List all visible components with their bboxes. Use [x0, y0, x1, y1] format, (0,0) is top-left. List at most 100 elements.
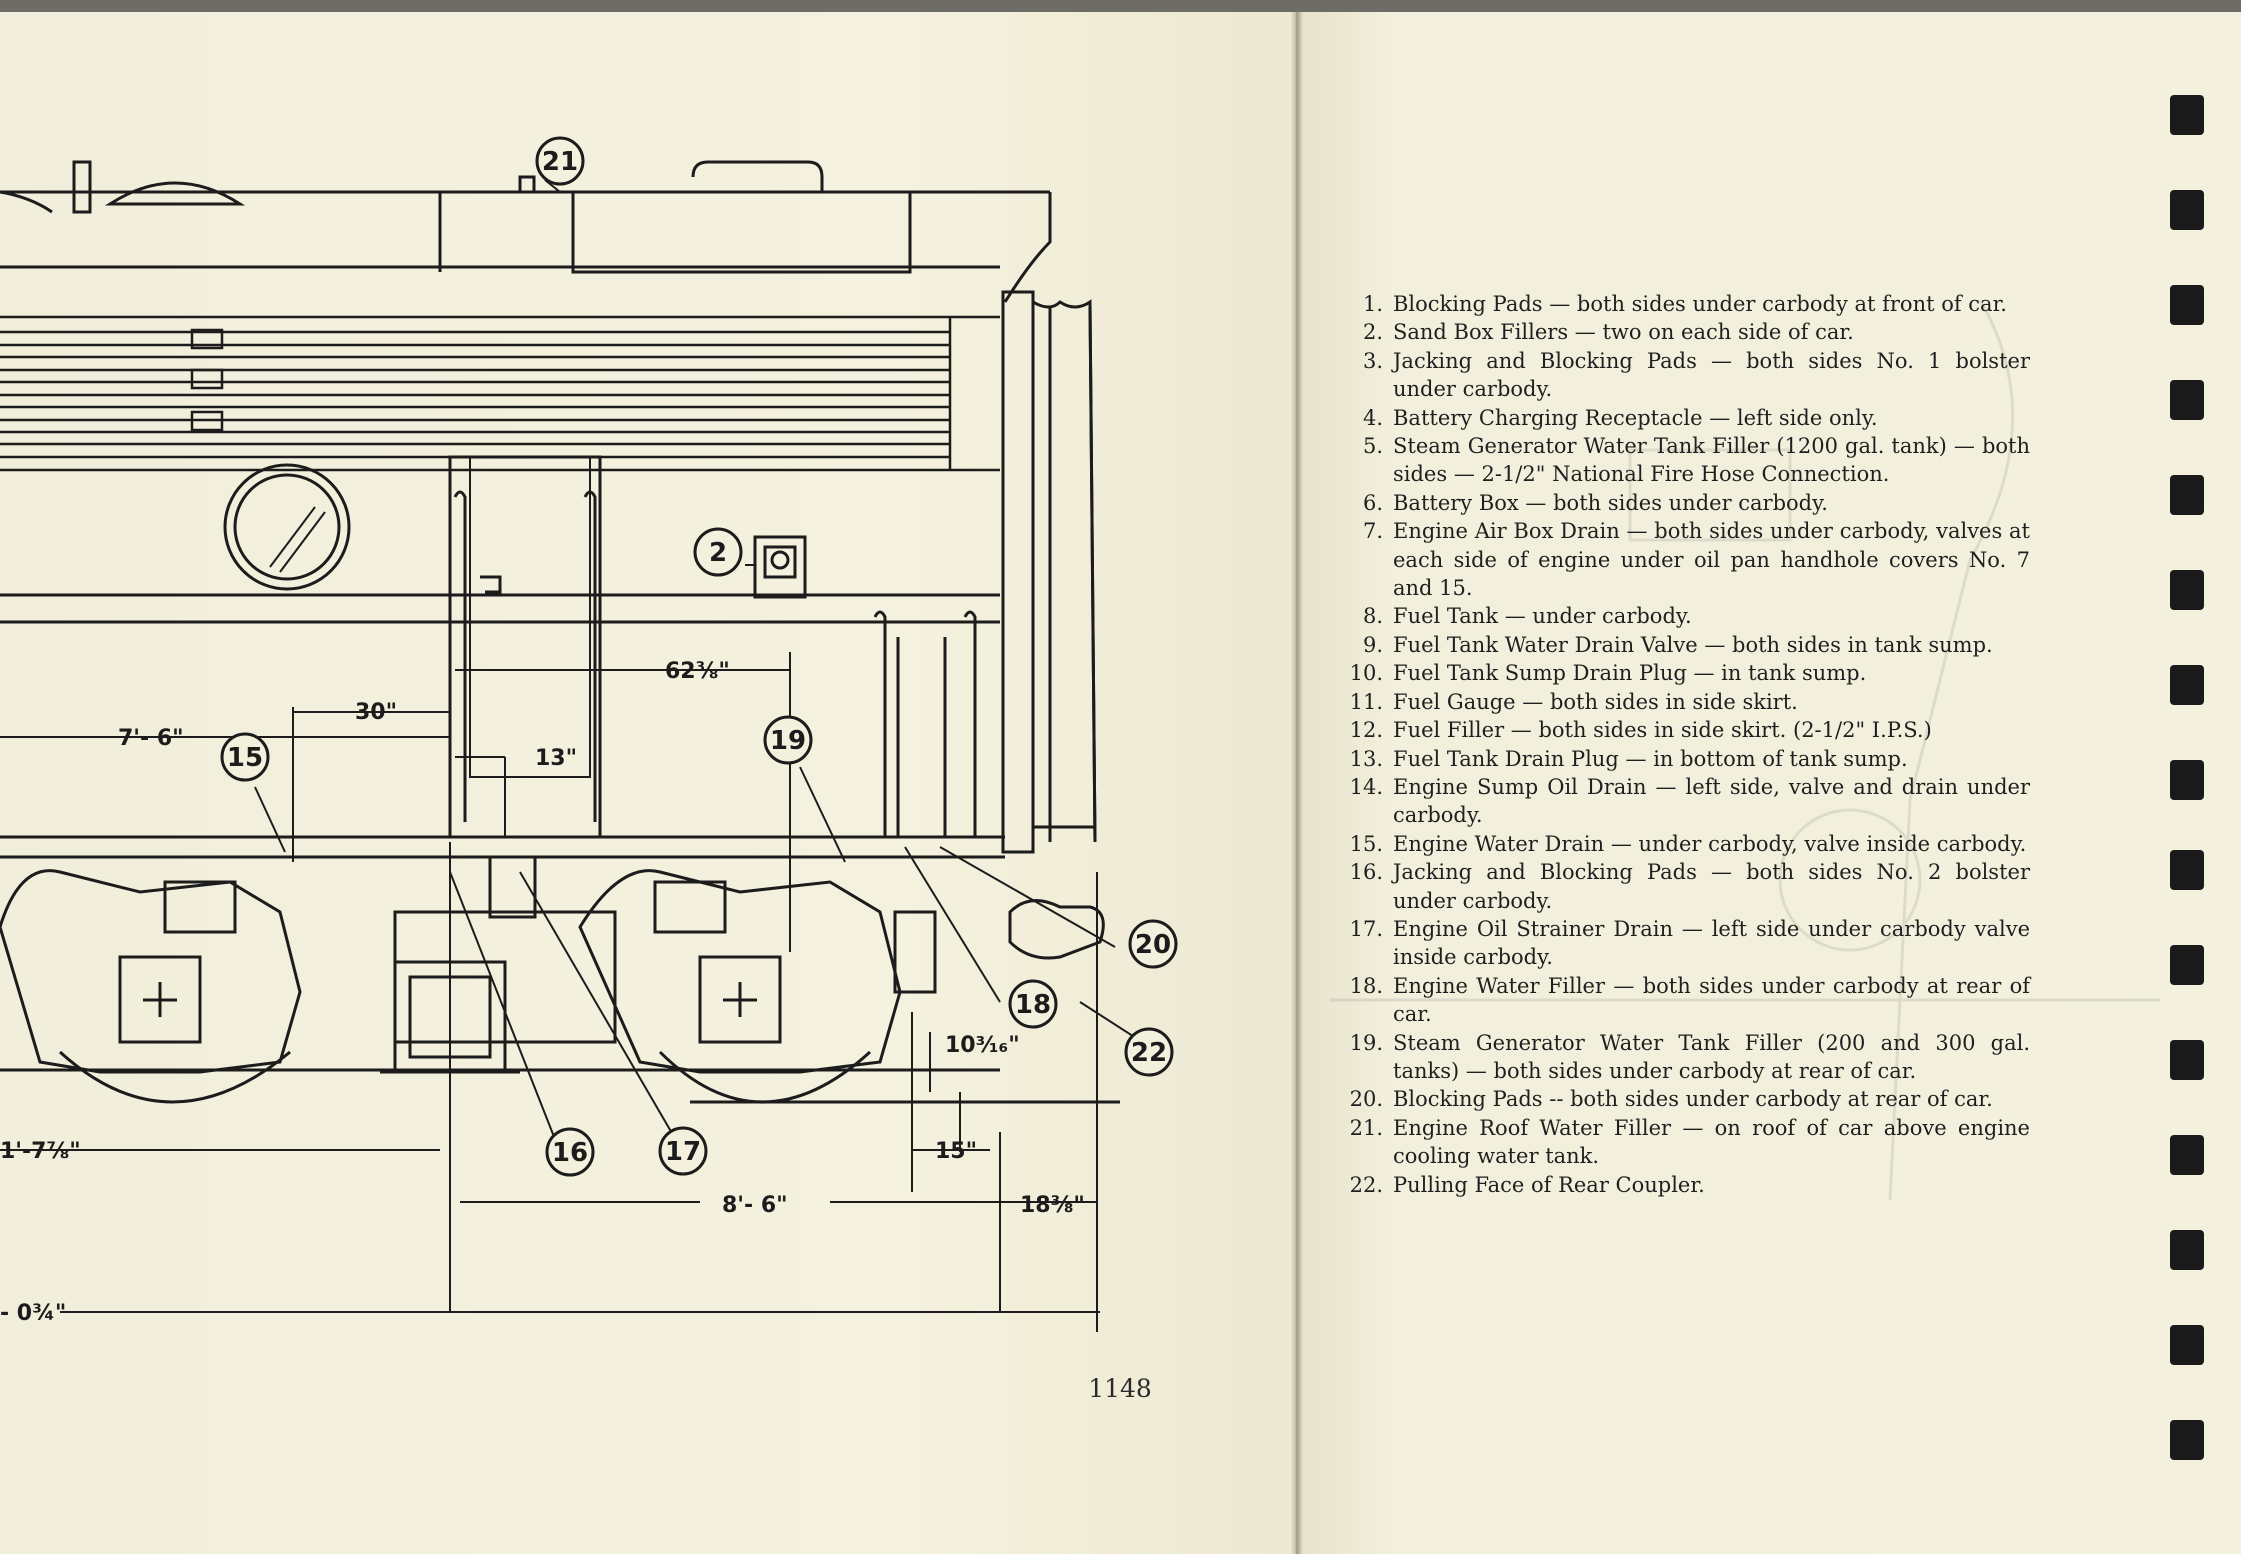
punch-hole — [2170, 1230, 2204, 1270]
legend-item-text: Engine Roof Water Filler — on roof of ca… — [1393, 1115, 2030, 1169]
legend-item-number: 15. — [1349, 831, 1383, 856]
legend-item-text: Battery Charging Receptacle — left side … — [1393, 405, 1878, 430]
legend-item: 22.Pulling Face of Rear Coupler. — [1330, 1171, 2030, 1199]
legend-item-number: 7. — [1362, 519, 1383, 544]
dimension-15: 15" — [935, 1139, 977, 1164]
left-page — [0, 12, 1295, 1554]
callout-18-label: 18 — [1015, 990, 1051, 1020]
locomotive-drawing: 21 2 15 19 20 18 22 16 17 62⅜" 7'- 6" 30… — [0, 136, 1178, 1332]
legend-item: 8. Fuel Tank — under carbody. — [1330, 602, 2030, 630]
legend-item-text: Engine Air Box Drain — both sides under … — [1393, 519, 2030, 601]
legend-item-text: Fuel Tank Water Drain Valve — both sides… — [1393, 632, 1993, 657]
legend-item-number: 11. — [1349, 689, 1383, 714]
legend-item-text: Engine Water Drain — under carbody, valv… — [1393, 831, 2027, 856]
dimension-1-7: 1'-7⅞" — [0, 1139, 81, 1164]
punch-hole — [2170, 570, 2204, 610]
dimension-10: 10³⁄₁₆" — [945, 1033, 1020, 1058]
punch-hole — [2170, 1420, 2204, 1460]
binder-holes — [2170, 95, 2204, 1475]
dimension-8-6: 8'- 6" — [722, 1193, 788, 1218]
legend-item-text: Engine Oil Strainer Drain — left side un… — [1393, 916, 2030, 970]
punch-hole — [2170, 1135, 2204, 1175]
right-page — [1297, 12, 2241, 1554]
legend-item-number: 18. — [1349, 973, 1383, 998]
legend-item-text: Engine Water Filler — both sides under c… — [1393, 973, 2030, 1027]
legend-item-text: Blocking Pads -- both sides under carbod… — [1393, 1087, 1993, 1112]
callout-22 — [1124, 1027, 1174, 1077]
callout-19 — [763, 715, 813, 765]
legend-item: 17. Engine Oil Strainer Drain — left side… — [1330, 915, 2030, 972]
legend-item: 10. Fuel Tank Sump Drain Plug — in tank s… — [1330, 659, 2030, 687]
legend-item-number: 3. — [1362, 348, 1383, 373]
legend-list: 1.Blocking Pads — both sides under carbo… — [1330, 290, 2030, 1199]
callout-19-label: 19 — [770, 726, 806, 756]
legend-item: 19. Steam Generator Water Tank Filler (20… — [1330, 1029, 2030, 1086]
legend-item: 4. Battery Charging Receptacle — left sid… — [1330, 404, 2030, 432]
punch-hole — [2170, 190, 2204, 230]
legend-item: 18. Engine Water Filler — both sides unde… — [1330, 972, 2030, 1029]
callout-2 — [693, 527, 743, 577]
legend-item-number: 12. — [1349, 718, 1383, 743]
legend-item-number: 6. — [1362, 490, 1383, 515]
legend-item-number: 13. — [1349, 746, 1383, 771]
punch-hole — [2170, 95, 2204, 135]
legend-item: 15. Engine Water Drain — under carbody, v… — [1330, 830, 2030, 858]
callout-22-label: 22 — [1131, 1038, 1167, 1068]
page-number: 1148 — [1088, 1374, 1152, 1403]
callout-16 — [545, 1127, 595, 1177]
legend-item: 21. Engine Roof Water Filler — on roof of… — [1330, 1114, 2030, 1171]
legend-item-text: Pulling Face of Rear Coupler. — [1393, 1172, 1705, 1197]
punch-hole — [2170, 285, 2204, 325]
dimension-62: 62⅜" — [665, 659, 730, 684]
legend-item: 11.Fuel Gauge — both sides in side skirt… — [1330, 688, 2030, 716]
callout-20 — [1128, 919, 1178, 969]
legend-item: 9.Fuel Tank Water Drain Valve — both sid… — [1330, 631, 2030, 659]
legend-item-number: 20. — [1349, 1087, 1383, 1112]
legend-item-number: 14. — [1349, 774, 1383, 799]
legend-item-number: 2. — [1362, 320, 1383, 345]
callout-15-label: 15 — [227, 743, 263, 773]
legend-item: 5.Steam Generator Water Tank Filler (120… — [1330, 432, 2030, 489]
dimension-0-3: - 0¾" — [0, 1301, 66, 1326]
legend-item-text: Fuel Tank Sump Drain Plug — in tank sump… — [1393, 661, 1867, 686]
legend-item-number: 10. — [1349, 661, 1383, 686]
dimension-18: 18⅜" — [1020, 1193, 1085, 1218]
legend-item-number: 19. — [1349, 1030, 1383, 1055]
punch-hole — [2170, 475, 2204, 515]
legend-item-text: Sand Box Fillers — two on each side of c… — [1393, 320, 1854, 345]
legend-item-text: Fuel Tank — under carbody. — [1393, 604, 1692, 629]
page-gutter — [1289, 12, 1303, 1554]
legend-item: 16.Jacking and Blocking Pads — both side… — [1330, 858, 2030, 915]
callout-16-label: 16 — [552, 1138, 588, 1168]
legend-item-text: Fuel Tank Drain Plug — in bottom of tank… — [1393, 746, 1908, 771]
callout-17-label: 17 — [665, 1137, 701, 1167]
callout-20-label: 20 — [1135, 930, 1171, 960]
legend-item-text: Steam Generator Water Tank Filler (200 a… — [1393, 1030, 2030, 1083]
legend-item-number: 1. — [1362, 292, 1383, 316]
legend-item: 12.Fuel Filler — both sides in side skir… — [1330, 716, 2030, 744]
callout-2-label: 2 — [709, 538, 727, 568]
legend-item-number: 8. — [1362, 604, 1383, 629]
legend-item-number: 5. — [1362, 434, 1383, 459]
legend-item-number: 21. — [1349, 1115, 1383, 1140]
legend-item-number: 16. — [1349, 860, 1383, 885]
legend-item: 20. Blocking Pads -- both sides under car… — [1330, 1085, 2030, 1113]
dimension-7-6: 7'- 6" — [118, 726, 184, 751]
punch-hole — [2170, 665, 2204, 705]
legend-item-text: Battery Box — both sides under carbody. — [1393, 490, 1828, 515]
legend-item-text: Jacking and Blocking Pads — both sides N… — [1393, 348, 2030, 402]
punch-hole — [2170, 1325, 2204, 1365]
legend-item-number: 17. — [1349, 916, 1383, 941]
callout-15 — [220, 732, 270, 782]
punch-hole — [2170, 380, 2204, 420]
legend-item-text: Engine Sump Oil Drain — left side, valve… — [1393, 774, 2030, 828]
punch-hole — [2170, 760, 2204, 800]
legend-item: 13. Fuel Tank Drain Plug — in bottom of t… — [1330, 745, 2030, 773]
legend-item: 3. Jacking and Blocking Pads — both sides… — [1330, 347, 2030, 404]
callout-21 — [535, 136, 585, 186]
callout-18 — [1008, 979, 1058, 1029]
callout-21-label: 21 — [542, 147, 578, 177]
legend-item: 2. Sand Box Fillers — two on each side of… — [1330, 318, 2030, 346]
legend-item-number: 4. — [1362, 405, 1383, 430]
legend-item: 6. Battery Box — both sides under carbody… — [1330, 489, 2030, 517]
